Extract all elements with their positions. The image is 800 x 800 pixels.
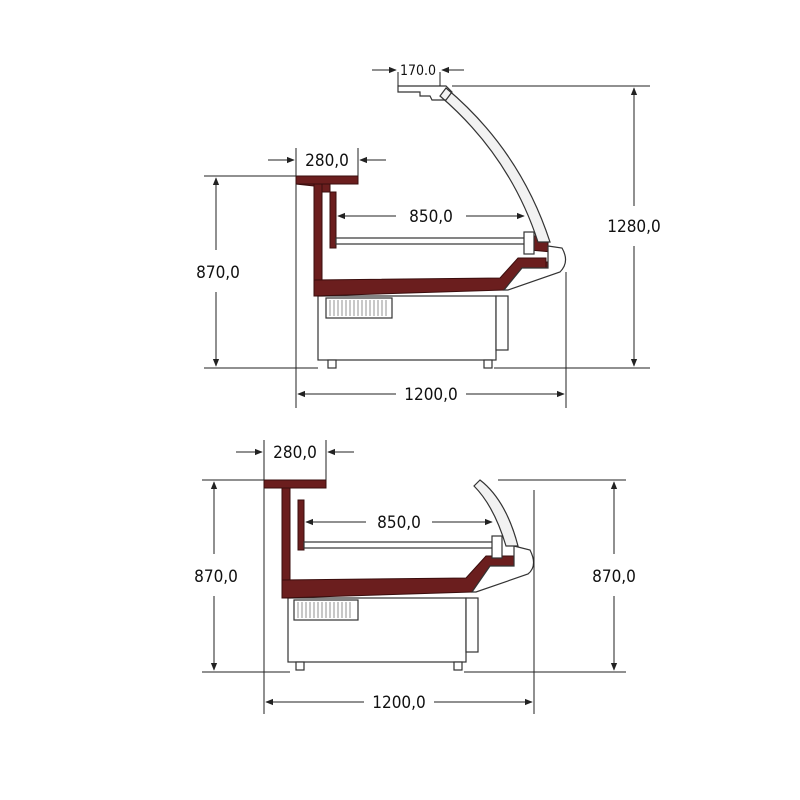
- top-basin: [313, 257, 547, 297]
- top-shelf-board: [295, 175, 359, 185]
- bottom-cabinet-base: [287, 597, 479, 671]
- bottom-view: [263, 479, 535, 671]
- dim-total-width-label: 1200,0: [404, 385, 458, 405]
- bottom-short-glass: [473, 479, 519, 547]
- top-curved-glass: [439, 87, 551, 243]
- top-bracket: [329, 191, 337, 249]
- bottom-dim-height-left-label: 870,0: [194, 567, 238, 587]
- top-inner-shelf: [335, 237, 527, 245]
- top-view: [295, 85, 567, 369]
- bottom-dim-shelf-width-label: 280,0: [273, 443, 317, 463]
- dim-total-height-label: 1280,0: [607, 217, 661, 237]
- bottom-bracket: [297, 499, 305, 551]
- bottom-dim-inner-depth-label: 850,0: [377, 513, 421, 533]
- bottom-dimensions: 280,0 850,0 870,0 870,0 1200,0: [194, 440, 636, 714]
- bottom-dim-total-width-label: 1200,0: [372, 693, 426, 713]
- bottom-front-nose: [470, 545, 535, 593]
- top-left-upright: [313, 183, 323, 297]
- dim-height-label: 870,0: [196, 263, 240, 283]
- dim-inner-depth-label: 850,0: [409, 207, 453, 227]
- bottom-basin: [281, 555, 515, 599]
- dim-shelf-width-label: 280,0: [305, 151, 349, 171]
- bottom-shelf-board: [263, 479, 327, 489]
- bottom-dim-height-right-label: 870,0: [592, 567, 636, 587]
- dim-glass-top-label: 170.0: [400, 63, 436, 79]
- bottom-inner-shelf: [303, 541, 495, 549]
- top-dimensions: 170.0 280,0 850,0 870,0 1280,0 1200,0: [196, 63, 661, 408]
- top-cabinet-base: [317, 295, 509, 369]
- top-front-nose: [502, 245, 567, 291]
